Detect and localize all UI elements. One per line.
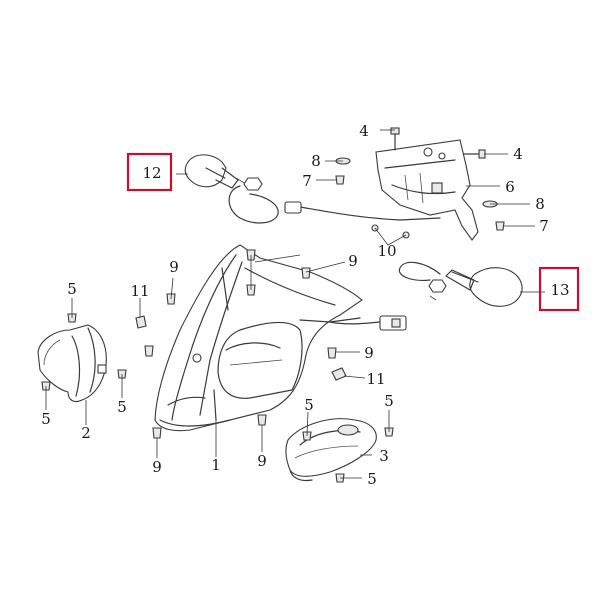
mounting-bracket-part [284, 139, 479, 241]
callout-12: 12 [142, 164, 161, 182]
callout-9: 9 [152, 458, 162, 476]
fastener-icon [152, 427, 162, 439]
bolt-icon [463, 149, 486, 159]
callout-4: 4 [359, 122, 369, 140]
callout-5: 5 [41, 410, 51, 428]
part-13-highlight-box [538, 266, 580, 312]
left-turn-signal-part [184, 154, 279, 224]
spring-clip-icon [331, 367, 347, 381]
bolts-and-hardware [41, 127, 505, 483]
callout-9: 9 [169, 258, 179, 276]
lower-lamp-part [285, 418, 377, 482]
callout-6: 6 [505, 178, 515, 196]
leader-lines [45, 129, 545, 479]
callout-5: 5 [367, 470, 377, 488]
callout-5: 5 [67, 280, 77, 298]
fastener-icon [144, 345, 154, 357]
clip-icon [335, 175, 345, 185]
callout-7: 7 [539, 217, 549, 235]
callout-11: 11 [366, 370, 385, 388]
clip-icon [495, 221, 505, 231]
callout-3: 3 [379, 447, 389, 465]
callout-1: 1 [211, 456, 221, 474]
bolt-icon [390, 127, 400, 151]
callout-labels: 1 2 3 4 4 5 5 5 5 5 5 6 7 7 8 8 9 9 9 9 … [41, 122, 569, 488]
part-12-highlight-box [126, 152, 173, 192]
callout-5: 5 [304, 396, 314, 414]
callout-13: 13 [550, 281, 569, 299]
callout-8: 8 [311, 152, 321, 170]
fastener-icon [257, 414, 267, 426]
callout-11: 11 [130, 282, 149, 300]
callout-10: 10 [377, 242, 396, 260]
left-side-cover-part [37, 324, 107, 403]
callout-7: 7 [302, 172, 312, 190]
fastener-icon [301, 267, 311, 279]
spring-clip-icon [135, 315, 147, 329]
callout-8: 8 [535, 195, 545, 213]
callout-5: 5 [117, 398, 127, 416]
headlight-housing-part [154, 244, 407, 432]
callout-9: 9 [257, 452, 267, 470]
callout-9: 9 [348, 252, 358, 270]
right-turn-signal-part [398, 261, 523, 307]
callout-5: 5 [384, 392, 394, 410]
fastener-icon [327, 347, 337, 359]
callout-9: 9 [364, 344, 374, 362]
callout-4: 4 [513, 145, 523, 163]
callout-2: 2 [81, 424, 91, 442]
